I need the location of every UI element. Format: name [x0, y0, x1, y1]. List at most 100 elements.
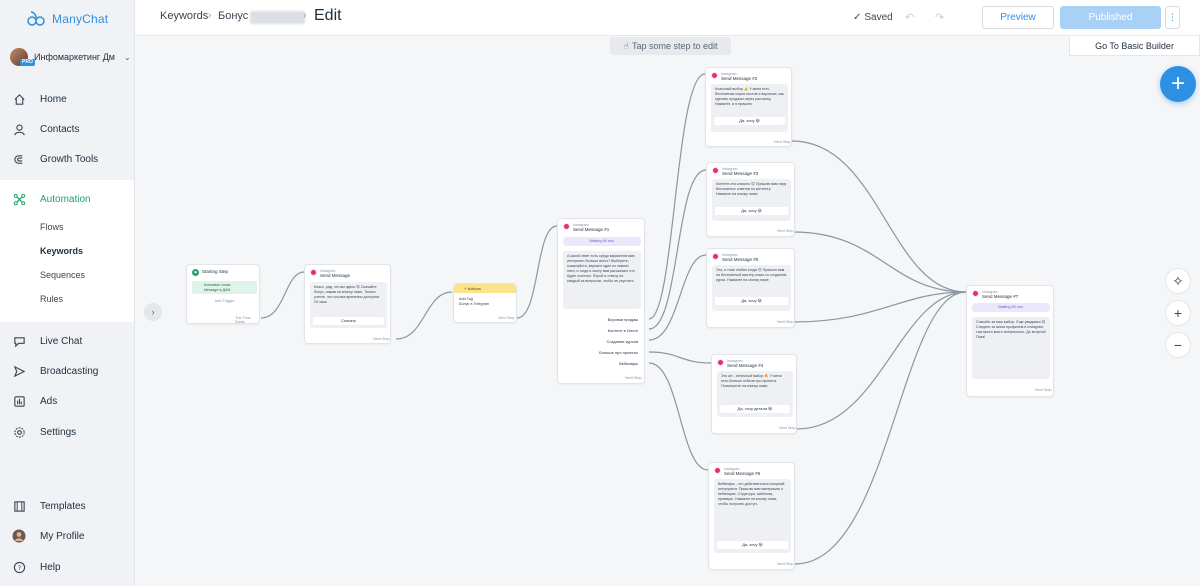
message-button[interactable]: Да, хочу 😀: [715, 207, 788, 215]
sidebar-item-my-profile[interactable]: My Profile: [0, 524, 134, 548]
node-header: Instagram Send Message #4: [717, 359, 763, 368]
send-message-node[interactable]: Instagram Send Message #6 Вебинары - это…: [708, 462, 795, 570]
node-kind: Instagram: [320, 269, 336, 273]
message-text: Это, я тоже любил когда 😊 Пришлю вам на …: [716, 268, 787, 282]
magic-wand-button[interactable]: ✧: [1165, 268, 1191, 294]
keyword-trigger[interactable]: Ключевое слово Message is ДАМ: [192, 281, 257, 294]
node-header: Instagram Send Message #1: [563, 223, 609, 232]
instagram-icon: [712, 167, 719, 174]
redo-icon[interactable]: ↷: [935, 12, 945, 24]
sidebar-item-ads[interactable]: Ads: [0, 389, 134, 413]
chevron-right-icon: ›: [151, 307, 155, 317]
saved-status: ✓ Saved: [853, 12, 893, 23]
message-button[interactable]: Да, хочу детали 😀: [720, 405, 790, 413]
breadcrumb-separator-icon: ›: [208, 10, 212, 21]
zoom-in-button[interactable]: +: [1165, 300, 1191, 326]
option-label[interactable]: Создание курсов: [606, 339, 638, 344]
sidebar-sub-rules[interactable]: Rules: [40, 294, 64, 304]
sidebar-sub-sequences[interactable]: Sequences: [40, 270, 86, 280]
sidebar-item-broadcasting[interactable]: Broadcasting: [0, 359, 134, 383]
sidebar-item-home[interactable]: Home: [0, 87, 134, 111]
lightning-icon: ⚡: [464, 286, 467, 291]
node-header: Instagram Send Message #5: [712, 253, 758, 262]
undo-icon[interactable]: ↶: [905, 12, 915, 24]
node-kind: Instagram: [573, 223, 589, 227]
sidebar-item-growth-tools[interactable]: Growth Tools: [0, 147, 134, 171]
next-step-label: Next Step: [777, 320, 794, 324]
blurred-keyword: [250, 11, 305, 24]
sidebar-item-settings[interactable]: Settings: [0, 420, 134, 444]
edit-hint-text: Tap some step to edit: [631, 41, 718, 51]
actions-list: Add Tag Бонус в Telegram: [459, 297, 489, 307]
option-label[interactable]: Больше про проекты: [599, 350, 638, 355]
account-switcher[interactable]: PRO Инфомаркетинг Дм ⌄: [10, 46, 132, 68]
node-header: Instagram Send Message #2: [711, 72, 757, 81]
node-title: Send Message #7: [982, 294, 1019, 299]
edit-hint: ☝ Tap some step to edit: [610, 37, 731, 55]
sidebar-item-templates[interactable]: Templates: [0, 494, 134, 518]
sidebar-collapse-button[interactable]: ›: [144, 303, 162, 321]
breadcrumb-keyword-name[interactable]: Бонус в: [218, 10, 258, 22]
account-name: Инфомаркетинг Дм: [34, 52, 115, 62]
sidebar: ManyChat PRO Инфомаркетинг Дм ⌄ Home Con…: [0, 0, 135, 586]
add-step-button[interactable]: +: [1160, 66, 1196, 102]
trigger-line: Ключевое слово: [204, 283, 231, 287]
saved-label: Saved: [864, 12, 893, 23]
minus-icon: −: [1173, 337, 1183, 353]
sidebar-label: Automation: [40, 193, 91, 205]
sidebar-item-contacts[interactable]: Contacts: [0, 117, 134, 141]
send-message-final-node[interactable]: Instagram Send Message #7 Waiting 60 sec…: [966, 285, 1054, 397]
zoom-out-button[interactable]: −: [1165, 332, 1191, 358]
published-button[interactable]: Published: [1060, 6, 1161, 29]
add-trigger-button[interactable]: Add Trigger: [214, 299, 235, 303]
action-line: Add Tag: [459, 297, 473, 301]
message-button[interactable]: Да, хочу 😀: [717, 541, 788, 549]
next-step-label: Next Step: [777, 562, 794, 566]
sidebar-sub-keywords[interactable]: Keywords: [40, 246, 84, 256]
next-step-label: The Flow Starts: [235, 316, 251, 324]
actions-node[interactable]: ⚡ Actions Add Tag Бонус в Telegram Next …: [453, 283, 517, 323]
option-label[interactable]: Контент в Инсте: [607, 328, 638, 333]
more-options-button[interactable]: ⋮: [1165, 6, 1180, 29]
message-bubble: Спасибо за ваш выбор. Еще увидимся 😊 Сле…: [972, 317, 1050, 379]
message-button[interactable]: Да, хочу 😀: [715, 297, 788, 305]
send-message-node[interactable]: Instagram Send Message Класс, рад, что в…: [304, 264, 391, 344]
node-header: Instagram Send Message #6: [714, 467, 760, 476]
sidebar-item-live-chat[interactable]: Live Chat: [0, 329, 134, 353]
message-button[interactable]: Да, хочу 😀: [714, 117, 785, 125]
node-kind: Instagram: [721, 72, 737, 76]
message-text: А какой ответ есть среди вариантов вам и…: [567, 254, 635, 283]
brand[interactable]: ManyChat: [26, 8, 108, 30]
message-text: Вебинары - это действительно мощный инст…: [718, 482, 785, 506]
node-title: Send Message #2: [721, 76, 758, 81]
sidebar-item-automation[interactable]: Automation: [0, 187, 134, 211]
user-icon: [12, 122, 26, 136]
preview-button[interactable]: Preview: [982, 6, 1054, 29]
send-message-options-node[interactable]: Instagram Send Message #1 Waiting 60 sec…: [557, 218, 645, 384]
trigger-line: Message is ДАМ: [204, 287, 231, 292]
flag-icon: ⚑: [192, 269, 199, 276]
instagram-icon: [712, 253, 719, 260]
send-message-node[interactable]: Instagram Send Message #4 Это же - отлич…: [711, 354, 797, 434]
option-label[interactable]: Воронки продаж: [607, 317, 638, 322]
message-button[interactable]: Скачать: [313, 317, 384, 325]
editor-header: Keywords › Бонус в › Edit ✓ Saved ↶ ↷ Pr…: [135, 0, 1200, 36]
send-message-node[interactable]: Instagram Send Message #5 Это, я тоже лю…: [706, 248, 795, 328]
templates-icon: [12, 499, 26, 513]
node-header: Instagram Send Message #3: [712, 167, 758, 176]
message-text: Классный выбор 👍 У меня есть бесплатная …: [715, 87, 784, 106]
sidebar-sub-flows[interactable]: Flows: [40, 222, 64, 232]
send-message-node[interactable]: Instagram Send Message #3 Контент-это кл…: [706, 162, 795, 237]
sidebar-item-help[interactable]: ? Help: [0, 555, 134, 579]
option-label[interactable]: Вебинары: [619, 361, 638, 366]
node-title: Send Message #1: [573, 227, 610, 232]
svg-text:?: ?: [17, 563, 20, 571]
next-step-label: Next Step: [779, 426, 796, 430]
next-step-label: Next Step: [774, 140, 791, 144]
node-title: Starting Step: [202, 269, 229, 274]
send-message-node[interactable]: Instagram Send Message #2 Классный выбор…: [705, 67, 792, 147]
breadcrumb-keywords[interactable]: Keywords: [160, 10, 209, 22]
starting-step-node[interactable]: ⚑ Starting Step Ключевое слово Message i…: [186, 264, 260, 324]
node-kind: Instagram: [982, 290, 998, 294]
node-title: Send Message #5: [722, 257, 759, 262]
